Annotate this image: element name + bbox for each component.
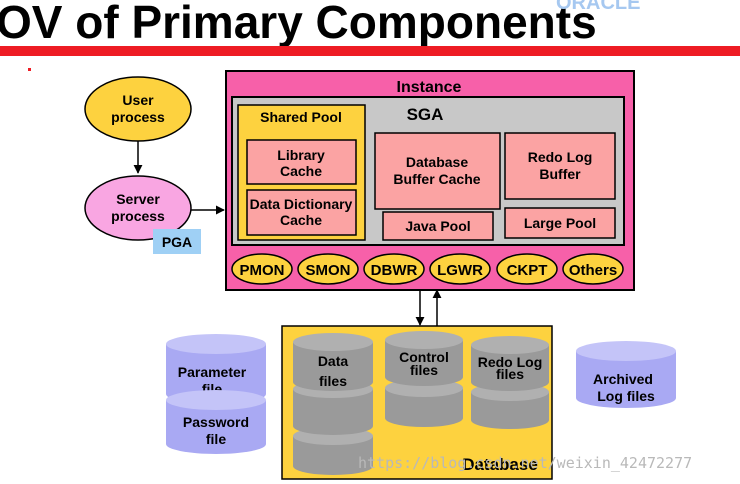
database-buffer-cache-label-line1: Database [406,154,468,170]
redo-log-buffer: Redo Log Buffer [504,132,616,200]
shared-pool-label: Shared Pool [260,109,342,125]
library-cache: Library Cache [246,139,357,185]
parameter-file-label-line1: Parameter [178,364,247,380]
data-files-cylinder [293,333,373,391]
redo-log-files-label-line2: files [496,366,524,382]
archived-log-files-label-line2: Log files [597,388,655,404]
library-cache-label-line2: Cache [280,163,322,179]
library-cache-label-line1: Library [277,147,325,163]
data-files-label-line1: Data [318,353,349,369]
process-dbwr: DBWR [363,253,425,285]
user-process-label-line2: process [111,109,165,125]
redo-log-files-cylinder [471,336,549,391]
control-files-label-line2: files [410,362,438,378]
process-others-label: Others [569,262,617,279]
process-ckpt: CKPT [496,253,558,285]
database-buffer-cache: Database Buffer Cache [374,132,501,210]
process-others: Others [562,253,624,285]
process-pmon-label: PMON [240,262,285,279]
java-pool-label: Java Pool [405,218,470,234]
redo-log-buffer-label-line1: Redo Log [528,149,593,165]
process-dbwr-label: DBWR [371,262,418,279]
process-ckpt-label: CKPT [507,262,548,279]
watermark: https://blog.csdn.net/weixin_42472277 [358,454,692,472]
control-files-cylinder [385,379,463,427]
data-files: Data files [293,333,373,475]
database-buffer-cache-label-line2: Buffer Cache [393,171,480,187]
background-processes: PMON SMON DBWR LGWR CKPT Others [231,253,624,285]
bullet-dot [28,68,31,71]
pga-label: PGA [162,234,192,250]
large-pool: Large Pool [504,207,616,239]
data-dictionary-cache: Data Dictionary Cache [246,189,357,236]
process-lgwr-label: LGWR [437,262,483,279]
password-file: Password file [166,390,266,454]
server-process: Server process [84,175,192,241]
user-process-label-line1: User [122,92,154,108]
process-smon-label: SMON [306,262,351,279]
control-files-label-line1: Control [399,349,449,365]
pga-box: PGA [153,229,201,254]
data-dictionary-cache-label-line1: Data Dictionary [250,196,353,212]
process-lgwr: LGWR [429,253,491,285]
server-process-label-line1: Server [116,191,160,207]
control-files-cylinder [385,331,463,386]
title-bar [0,46,740,56]
redo-log-files-label-line1: Redo Log [478,354,543,370]
large-pool-label: Large Pool [524,215,596,231]
password-file-label-line2: file [206,431,226,447]
control-files: Control files [385,331,463,427]
archived-log-files: Archived Log files [576,341,676,408]
process-pmon: PMON [231,253,293,285]
redo-log-buffer-label-line2: Buffer [539,166,581,182]
redo-log-files: Redo Log files [471,336,549,429]
process-smon: SMON [297,253,359,285]
data-dictionary-cache-label-line2: Cache [280,212,322,228]
instance-label: Instance [397,79,462,96]
server-process-label-line2: process [111,208,165,224]
archived-log-files-label-line1: Archived [593,371,653,387]
password-file-label-line1: Password [183,414,249,430]
user-process: User process [84,76,192,142]
java-pool: Java Pool [382,211,494,241]
data-files-label-line2: files [319,373,347,389]
sga-label: SGA [407,105,444,124]
page-title: OV of Primary Components [0,0,597,48]
oracle-logo-fragment: ORACLE [556,0,640,14]
database-label: Database [462,455,538,474]
